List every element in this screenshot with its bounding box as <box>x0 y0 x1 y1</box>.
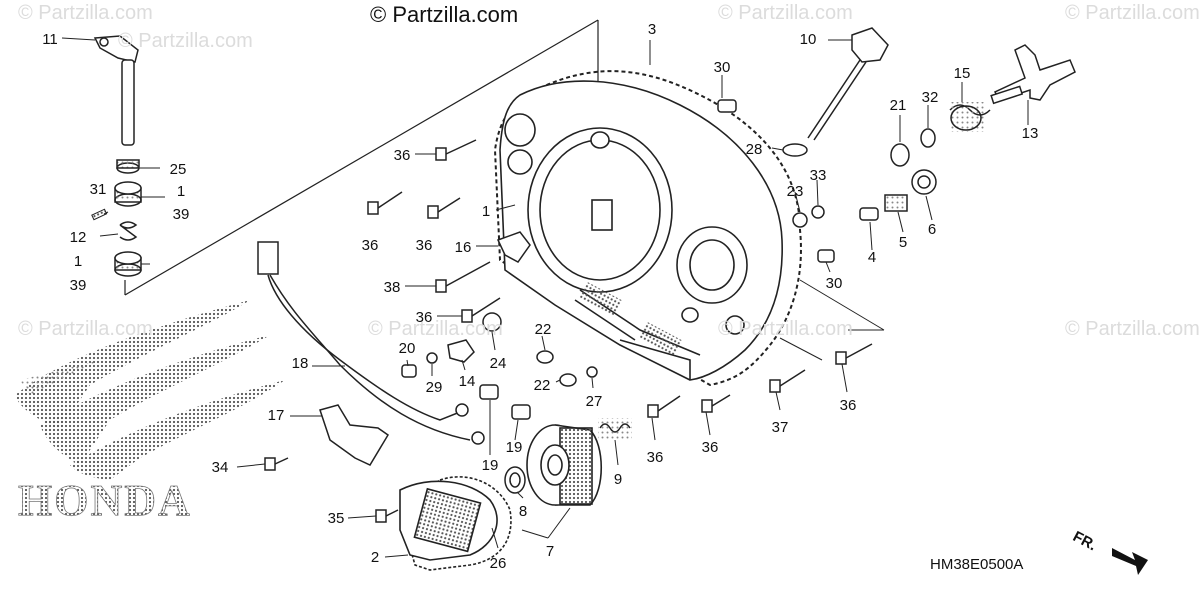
callout-33: 33 <box>810 167 827 184</box>
callout-14: 14 <box>459 373 476 390</box>
callout-23: 23 <box>787 183 804 200</box>
callout-3: 3 <box>648 21 656 38</box>
callout-30: 30 <box>714 59 731 76</box>
callout-30: 30 <box>826 275 843 292</box>
callout-4: 4 <box>868 249 876 266</box>
right-crankcase-cover <box>499 80 783 381</box>
ring-23 <box>792 212 808 228</box>
small-fittings <box>401 231 598 420</box>
watermark: © Partzilla.com <box>718 318 853 340</box>
wire-harness <box>257 241 485 445</box>
honda-brand-text: HONDA <box>18 476 192 525</box>
shift-arm <box>93 35 139 146</box>
callout-24: 24 <box>490 355 507 372</box>
dowel-pin <box>91 208 108 221</box>
washer-21 <box>890 143 910 167</box>
needle-bearing-lower <box>114 251 142 277</box>
callout-2: 2 <box>371 549 379 566</box>
callout-36: 36 <box>702 439 719 456</box>
watermark: © Partzilla.com <box>118 30 253 52</box>
copyright-text: © Partzilla.com <box>370 2 519 27</box>
needle-bearing-upper <box>114 181 142 207</box>
callout-36: 36 <box>416 237 433 254</box>
shift-shaft <box>990 44 1076 105</box>
callout-6: 6 <box>928 221 936 238</box>
dowel-pin-30-top <box>717 99 737 113</box>
callout-36: 36 <box>840 397 857 414</box>
callout-39: 39 <box>70 277 87 294</box>
callout-1: 1 <box>74 253 82 270</box>
callout-26: 26 <box>490 555 507 572</box>
callout-13: 13 <box>1022 125 1039 142</box>
pump-cover <box>399 476 512 571</box>
return-spring <box>119 221 138 241</box>
oil-filter <box>526 424 603 506</box>
front-direction-arrow <box>1112 548 1148 575</box>
callout-12: 12 <box>70 229 87 246</box>
callout-20: 20 <box>399 340 416 357</box>
callout-36: 36 <box>647 449 664 466</box>
ring-33 <box>811 205 825 219</box>
callout-39: 39 <box>173 206 190 223</box>
callout-10: 10 <box>800 31 817 48</box>
callout-8: 8 <box>519 503 527 520</box>
callout-1: 1 <box>482 203 490 220</box>
callout-9: 9 <box>614 471 622 488</box>
crankcase-cover-gasket <box>493 70 802 387</box>
callout-17: 17 <box>268 407 285 424</box>
callout-31: 31 <box>90 181 107 198</box>
harness-bracket <box>319 404 390 466</box>
callout-37: 37 <box>772 419 789 436</box>
callout-11: 11 <box>42 31 58 48</box>
callout-5: 5 <box>899 234 907 251</box>
callout-18: 18 <box>292 355 309 372</box>
filter-spring <box>598 418 632 440</box>
callout-19: 19 <box>506 439 523 456</box>
callout-35: 35 <box>328 510 345 527</box>
watermark: © Partzilla.com <box>1065 318 1200 340</box>
callout-36: 36 <box>362 237 379 254</box>
cover-fins <box>578 281 683 357</box>
shift-spring <box>949 102 991 132</box>
filter-o-ring <box>504 466 526 494</box>
callout-16: 16 <box>455 239 472 256</box>
oil-dipstick <box>807 27 889 141</box>
callout-34: 34 <box>212 459 229 476</box>
callout-36: 36 <box>416 309 433 326</box>
dowel-pin-30-side <box>817 249 835 263</box>
callout-27: 27 <box>586 393 603 410</box>
callout-15: 15 <box>954 65 971 82</box>
callout-38: 38 <box>384 279 401 296</box>
callout-19: 19 <box>482 457 499 474</box>
dipstick-o-ring <box>782 143 808 157</box>
watermark: © Partzilla.com <box>718 2 853 24</box>
watermark: © Partzilla.com <box>18 2 153 24</box>
callout-1: 1 <box>177 183 185 200</box>
oil-seal <box>116 159 140 174</box>
diagram-code: HM38E0500A <box>930 556 1024 573</box>
callout-22: 22 <box>534 377 551 394</box>
callout-7: 7 <box>546 543 554 560</box>
stopper-parts <box>859 169 937 221</box>
watermark: © Partzilla.com <box>1065 2 1200 24</box>
callout-32: 32 <box>922 89 939 106</box>
callout-21: 21 <box>890 97 907 114</box>
circlip-32 <box>920 128 936 148</box>
callout-28: 28 <box>746 141 763 158</box>
watermark: © Partzilla.com <box>18 318 153 340</box>
callout-29: 29 <box>426 379 443 396</box>
callout-36: 36 <box>394 147 411 164</box>
bolts <box>264 139 873 523</box>
watermark: © Partzilla.com <box>368 318 503 340</box>
leader-lines <box>61 37 1029 558</box>
honda-wing-logo <box>15 300 285 480</box>
callout-22: 22 <box>535 321 552 338</box>
callout-25: 25 <box>170 161 187 178</box>
